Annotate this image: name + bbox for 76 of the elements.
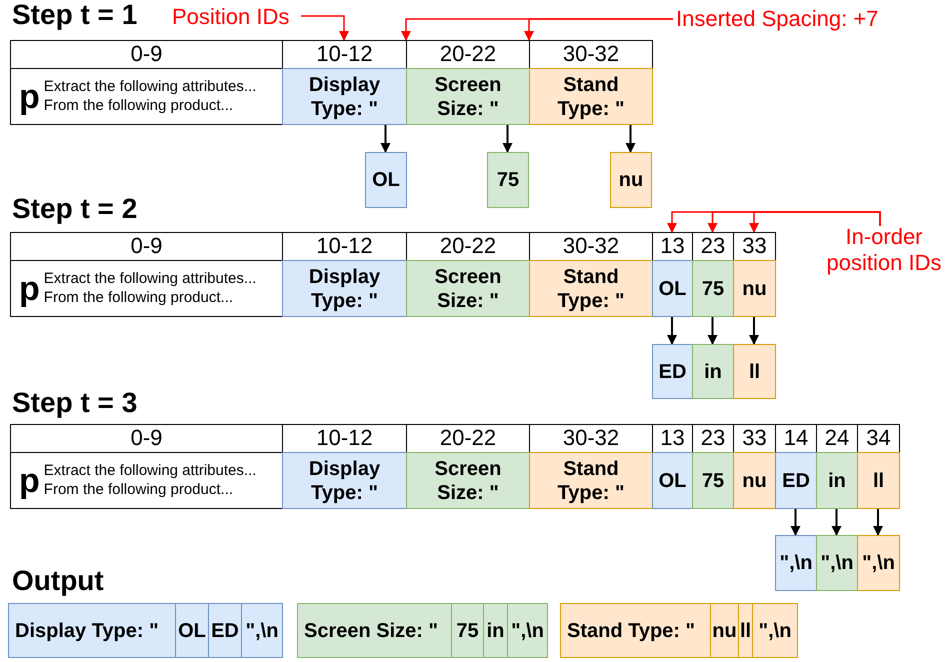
prompt-text: Extract the following attributes... <box>44 78 256 96</box>
prompt-text: Extract the following attributes... <box>44 462 256 480</box>
token-cell: ",\n <box>816 535 858 591</box>
arrow <box>790 509 800 536</box>
output-token: in <box>483 603 508 658</box>
token-cell: ll <box>857 452 900 509</box>
token-cell: ED <box>775 452 817 509</box>
token-cell: Stand Type: " <box>529 452 653 509</box>
output-token: ",\n <box>241 603 283 658</box>
prompt-cell <box>10 68 283 125</box>
arrow <box>524 18 673 41</box>
prompt-symbol: p <box>19 272 40 306</box>
token-cell: 75 <box>692 452 734 509</box>
token-cell: Display Type: " <box>282 260 407 317</box>
prompt-cell <box>10 260 283 317</box>
token-cell: ED <box>652 344 693 399</box>
output-token: ",\n <box>752 603 798 658</box>
token-cell: in <box>692 344 734 399</box>
position-id-cell: 34 <box>857 424 900 453</box>
prompt-cell <box>10 452 283 509</box>
arrow <box>873 509 883 536</box>
step-heading: Step t = 1 <box>12 0 138 31</box>
token-cell: nu <box>610 152 652 208</box>
token-cell: OL <box>652 452 693 509</box>
arrow <box>626 125 636 153</box>
position-id-cell: 30-32 <box>529 40 653 69</box>
token-cell: nu <box>733 452 776 509</box>
output-token: ll <box>738 603 753 658</box>
token-cell: ",\n <box>775 535 817 591</box>
annotation-text: Inserted Spacing: +7 <box>676 6 916 32</box>
output-token: ED <box>208 603 242 658</box>
position-id-cell: 0-9 <box>10 40 283 69</box>
output-field-label: Stand Type: " <box>560 603 711 658</box>
token-cell: Stand Type: " <box>529 68 653 125</box>
arrow <box>667 317 677 345</box>
position-id-cell: 0-9 <box>10 232 283 261</box>
output-token: nu <box>710 603 739 658</box>
arrow <box>832 509 842 536</box>
step-heading: Output <box>12 566 104 597</box>
arrow <box>749 211 881 233</box>
output-field-label: Screen Size: " <box>297 603 452 658</box>
token-cell: nu <box>733 260 776 317</box>
annotation-text: In-order position IDs <box>822 224 946 277</box>
output-token: OL <box>175 603 209 658</box>
arrow <box>708 317 718 345</box>
token-cell: Screen Size: " <box>406 452 530 509</box>
token-cell: in <box>816 452 858 509</box>
token-cell: OL <box>365 152 407 208</box>
output-token: 75 <box>451 603 484 658</box>
prompt-text: Extract the following attributes... <box>44 270 256 288</box>
prompt-symbol: p <box>19 464 40 498</box>
token-cell: ",\n <box>857 535 900 591</box>
token-cell: OL <box>652 260 693 317</box>
token-cell: Display Type: " <box>282 452 407 509</box>
token-cell: Display Type: " <box>282 68 407 125</box>
token-cell: Screen Size: " <box>406 68 530 125</box>
position-id-cell: 33 <box>733 232 776 261</box>
token-cell: 75 <box>692 260 734 317</box>
position-id-cell: 0-9 <box>10 424 283 453</box>
step-heading: Step t = 2 <box>12 194 138 225</box>
prompt-text: From the following product... <box>44 288 234 308</box>
arrow <box>502 125 512 153</box>
output-token: ",\n <box>507 603 548 658</box>
arrow <box>301 15 349 41</box>
token-cell: Stand Type: " <box>529 260 653 317</box>
token-cell: ll <box>733 344 776 399</box>
arrow <box>380 125 390 153</box>
token-cell: Screen Size: " <box>406 260 530 317</box>
prompt-text: From the following product... <box>44 480 234 500</box>
token-cell: 75 <box>487 152 529 208</box>
step-heading: Step t = 3 <box>12 388 138 419</box>
output-field-label: Display Type: " <box>8 603 176 658</box>
arrow <box>749 317 759 345</box>
annotation-text: Position IDs <box>172 4 298 30</box>
prompt-symbol: p <box>19 80 40 114</box>
prompt-text: From the following product... <box>44 96 234 116</box>
